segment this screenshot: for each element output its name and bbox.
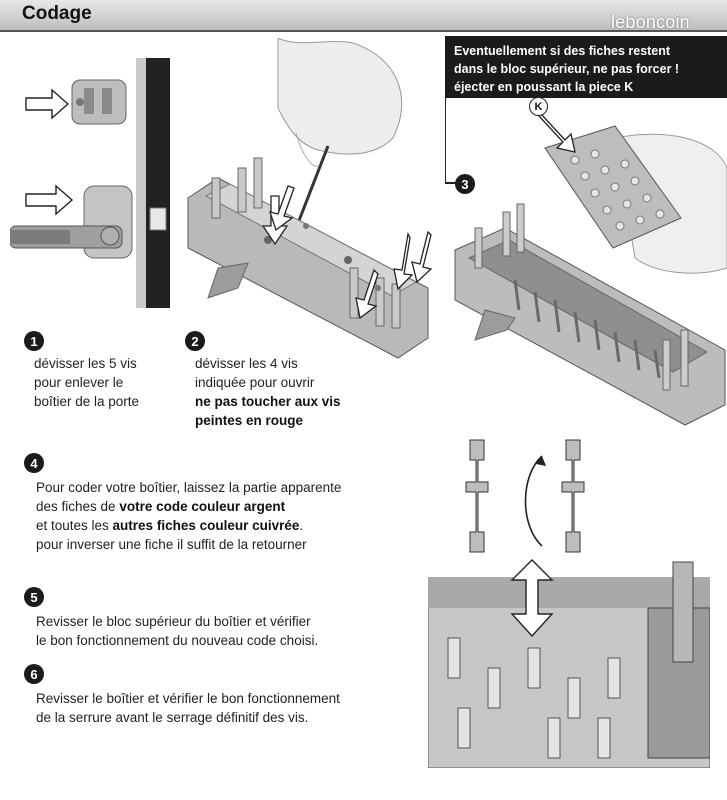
page-title: Codage	[22, 3, 92, 24]
code-color-silver: votre code couleur argent	[119, 499, 286, 514]
pin-flip-illustration	[450, 436, 600, 566]
step-2-line: dévisser les 4 vis	[195, 356, 298, 371]
notice-line: éjecter en poussant la piece K	[454, 80, 634, 94]
step-4-line: et toutes les autres fiches couleur cuiv…	[36, 516, 341, 535]
step-5-line: le bon fonctionnement du nouveau code ch…	[36, 633, 319, 648]
step-4-line: Pour coder votre boîtier, laissez la par…	[36, 480, 342, 495]
step-2-text: dévisser les 4 vis indiquée pour ouvrir …	[195, 354, 341, 430]
other-color-copper: autres fiches couleur cuivrée	[112, 518, 300, 533]
step-3-badge: 3	[455, 174, 475, 194]
step-6-line: Revisser le boîtier et vérifier le bon f…	[36, 691, 340, 706]
door-handle-photo	[10, 58, 170, 308]
notice-line: dans le bloc supérieur, ne pas forcer !	[454, 62, 680, 76]
step-4-text-fragment: des fiches de	[36, 499, 120, 514]
step-1-text: dévisser les 5 vis pour enlever le boîti…	[34, 354, 139, 411]
step-2-warning: ne pas toucher aux vis peintes en rouge	[195, 392, 341, 430]
step-5-line: Revisser le bloc supérieur du boîtier et…	[36, 614, 311, 629]
step-4-line: des fiches de votre code couleur argent	[36, 497, 341, 516]
warning-notice: Eventuellement si des fiches restent dan…	[445, 36, 727, 98]
step-4-badge: 4	[24, 453, 44, 473]
step-6-badge: 6	[24, 664, 44, 684]
step-4-text: Pour coder votre boîtier, laissez la par…	[36, 478, 341, 554]
step-6-line: de la serrure avant le serrage définitif…	[36, 710, 309, 725]
eject-block-photo	[445, 98, 727, 278]
step-5-badge: 5	[24, 587, 44, 607]
step-2-badge: 2	[185, 331, 205, 351]
pins-in-lock-photo	[428, 548, 710, 768]
header-bar: Codage leboncoin	[0, 0, 727, 32]
step-5-text: Revisser le bloc supérieur du boîtier et…	[36, 612, 318, 650]
part-k-label: K	[529, 97, 548, 116]
step-4-line: pour inverser une fiche il suffit de la …	[36, 537, 307, 552]
step-6-text: Revisser le boîtier et vérifier le bon f…	[36, 689, 340, 727]
step-2-warning-line: ne pas toucher aux vis	[195, 394, 341, 409]
watermark-logo: leboncoin	[611, 12, 690, 32]
step-1-line: dévisser les 5 vis	[34, 356, 137, 371]
step-1-line: pour enlever le	[34, 375, 124, 390]
step-4-text-fragment: .	[299, 518, 304, 533]
step-1-line: boîtier de la porte	[34, 394, 140, 409]
step-4-text-fragment: et toutes les	[36, 518, 113, 533]
open-housing-photo	[445, 200, 727, 435]
step-1-badge: 1	[24, 331, 44, 351]
notice-line: Eventuellement si des fiches restent	[454, 44, 671, 58]
step-2-line: indiquée pour ouvrir	[195, 375, 315, 390]
unscrew-housing-photo	[178, 38, 438, 368]
step-2-warning-line: peintes en rouge	[195, 413, 304, 428]
